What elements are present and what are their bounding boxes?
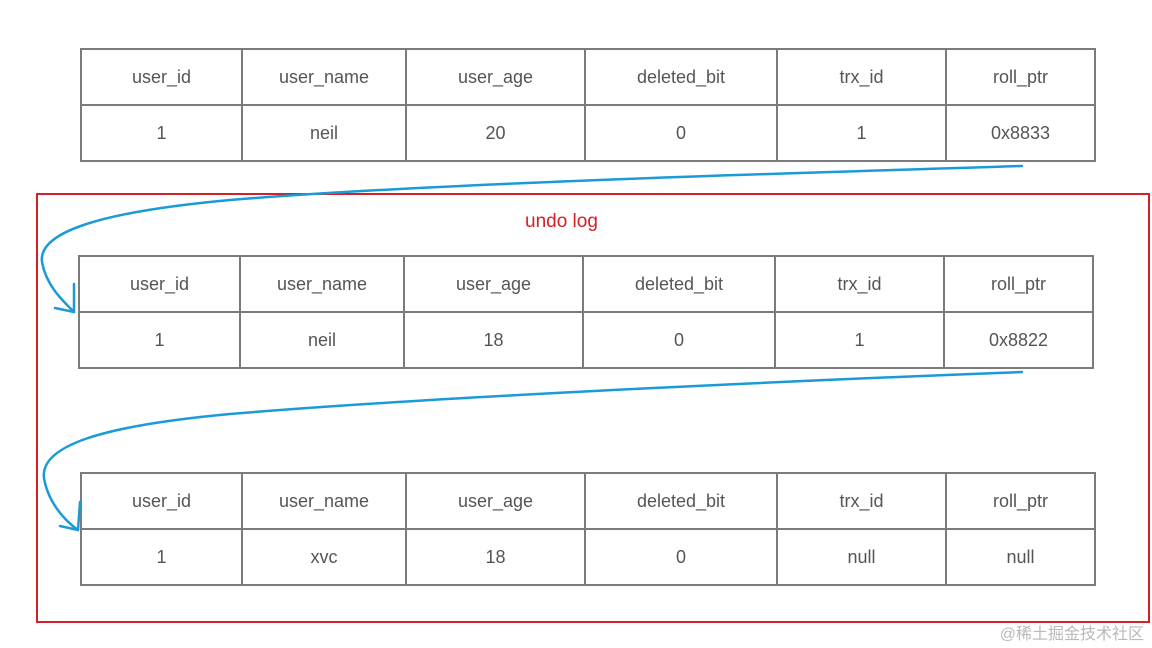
table-cell: neil — [241, 104, 407, 162]
watermark-text: @稀土掘金技术社区 — [999, 626, 1144, 643]
table-cell: 0 — [582, 311, 776, 369]
table-row: 1 neil 18 0 1 0x8822 — [78, 311, 1094, 369]
header-cell: roll_ptr — [945, 472, 1096, 530]
undo-record-table-2: user_id user_name user_age deleted_bit t… — [80, 472, 1096, 586]
header-cell: deleted_bit — [582, 255, 776, 313]
table-cell: 0 — [584, 528, 778, 586]
table-cell: 20 — [405, 104, 586, 162]
table-header-row: user_id user_name user_age deleted_bit t… — [78, 255, 1094, 313]
roll-ptr-arrow-2 — [42, 370, 1024, 532]
table-cell: 0x8822 — [943, 311, 1094, 369]
header-cell: trx_id — [776, 48, 947, 106]
header-cell: user_name — [239, 255, 405, 313]
header-cell: user_id — [80, 48, 243, 106]
header-cell: user_name — [241, 472, 407, 530]
undo-record-table-1: user_id user_name user_age deleted_bit t… — [78, 255, 1094, 369]
header-cell: user_age — [405, 472, 586, 530]
table-cell: 18 — [405, 528, 586, 586]
header-cell: trx_id — [774, 255, 945, 313]
header-cell: trx_id — [776, 472, 947, 530]
arrowhead-1 — [53, 282, 76, 314]
table-row: 1 neil 20 0 1 0x8833 — [80, 104, 1096, 162]
roll-ptr-arrow-1 — [40, 164, 1024, 314]
header-cell: roll_ptr — [943, 255, 1094, 313]
table-cell: null — [945, 528, 1096, 586]
current-record-table: user_id user_name user_age deleted_bit t… — [80, 48, 1096, 162]
table-cell: null — [776, 528, 947, 586]
header-cell: deleted_bit — [584, 48, 778, 106]
header-cell: user_age — [403, 255, 584, 313]
table-cell: 1 — [80, 104, 243, 162]
header-cell: roll_ptr — [945, 48, 1096, 106]
table-header-row: user_id user_name user_age deleted_bit t… — [80, 48, 1096, 106]
undo-log-label: undo log — [525, 211, 598, 232]
header-cell: deleted_bit — [584, 472, 778, 530]
table-cell: 0x8833 — [945, 104, 1096, 162]
table-cell: 0 — [584, 104, 778, 162]
table-cell: 1 — [78, 311, 241, 369]
arrowhead-2 — [58, 500, 82, 532]
table-header-row: user_id user_name user_age deleted_bit t… — [80, 472, 1096, 530]
table-cell: 1 — [776, 104, 947, 162]
header-cell: user_id — [78, 255, 241, 313]
table-cell: xvc — [241, 528, 407, 586]
header-cell: user_age — [405, 48, 586, 106]
table-cell: 1 — [80, 528, 243, 586]
table-cell: neil — [239, 311, 405, 369]
header-cell: user_name — [241, 48, 407, 106]
undo-log-frame — [36, 193, 1150, 623]
table-cell: 1 — [774, 311, 945, 369]
table-row: 1 xvc 18 0 null null — [80, 528, 1096, 586]
table-cell: 18 — [403, 311, 584, 369]
header-cell: user_id — [80, 472, 243, 530]
